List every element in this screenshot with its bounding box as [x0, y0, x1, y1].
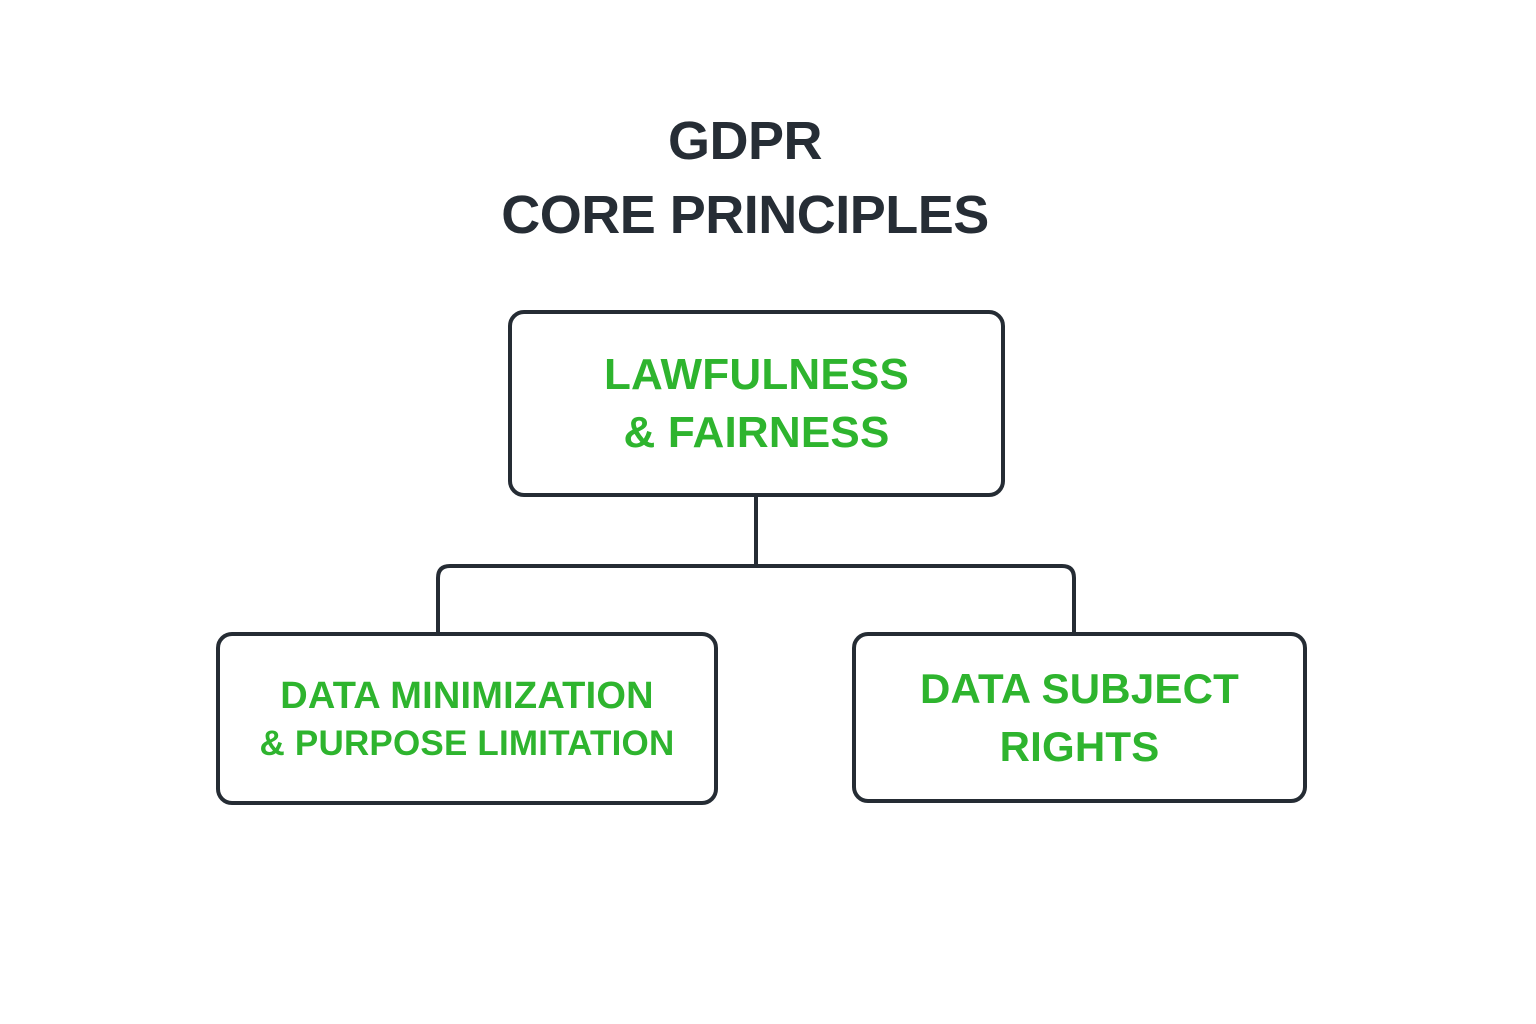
connector-branch-line: [436, 564, 1076, 632]
diagram-title: GDPR CORE PRINCIPLES: [0, 104, 1490, 252]
node-data-minimization-line2: & PURPOSE LIMITATION: [259, 723, 675, 763]
node-lawfulness-fairness: LAWFULNESS & FAIRNESS: [508, 310, 1005, 497]
node-data-minimization: DATA MINIMIZATION & PURPOSE LIMITATION: [216, 632, 718, 805]
diagram-title-line2: CORE PRINCIPLES: [501, 185, 989, 245]
node-data-minimization-line1: DATA MINIMIZATION: [280, 674, 654, 717]
node-lawfulness-fairness-line2: & FAIRNESS: [623, 407, 890, 457]
node-data-subject-rights: DATA SUBJECT RIGHTS: [852, 632, 1307, 803]
node-lawfulness-fairness-line1: LAWFULNESS: [603, 349, 910, 399]
node-data-subject-rights-line1: DATA SUBJECT: [920, 664, 1239, 712]
diagram-title-line1: GDPR: [667, 111, 823, 171]
node-data-subject-rights-line2: RIGHTS: [999, 722, 1160, 770]
